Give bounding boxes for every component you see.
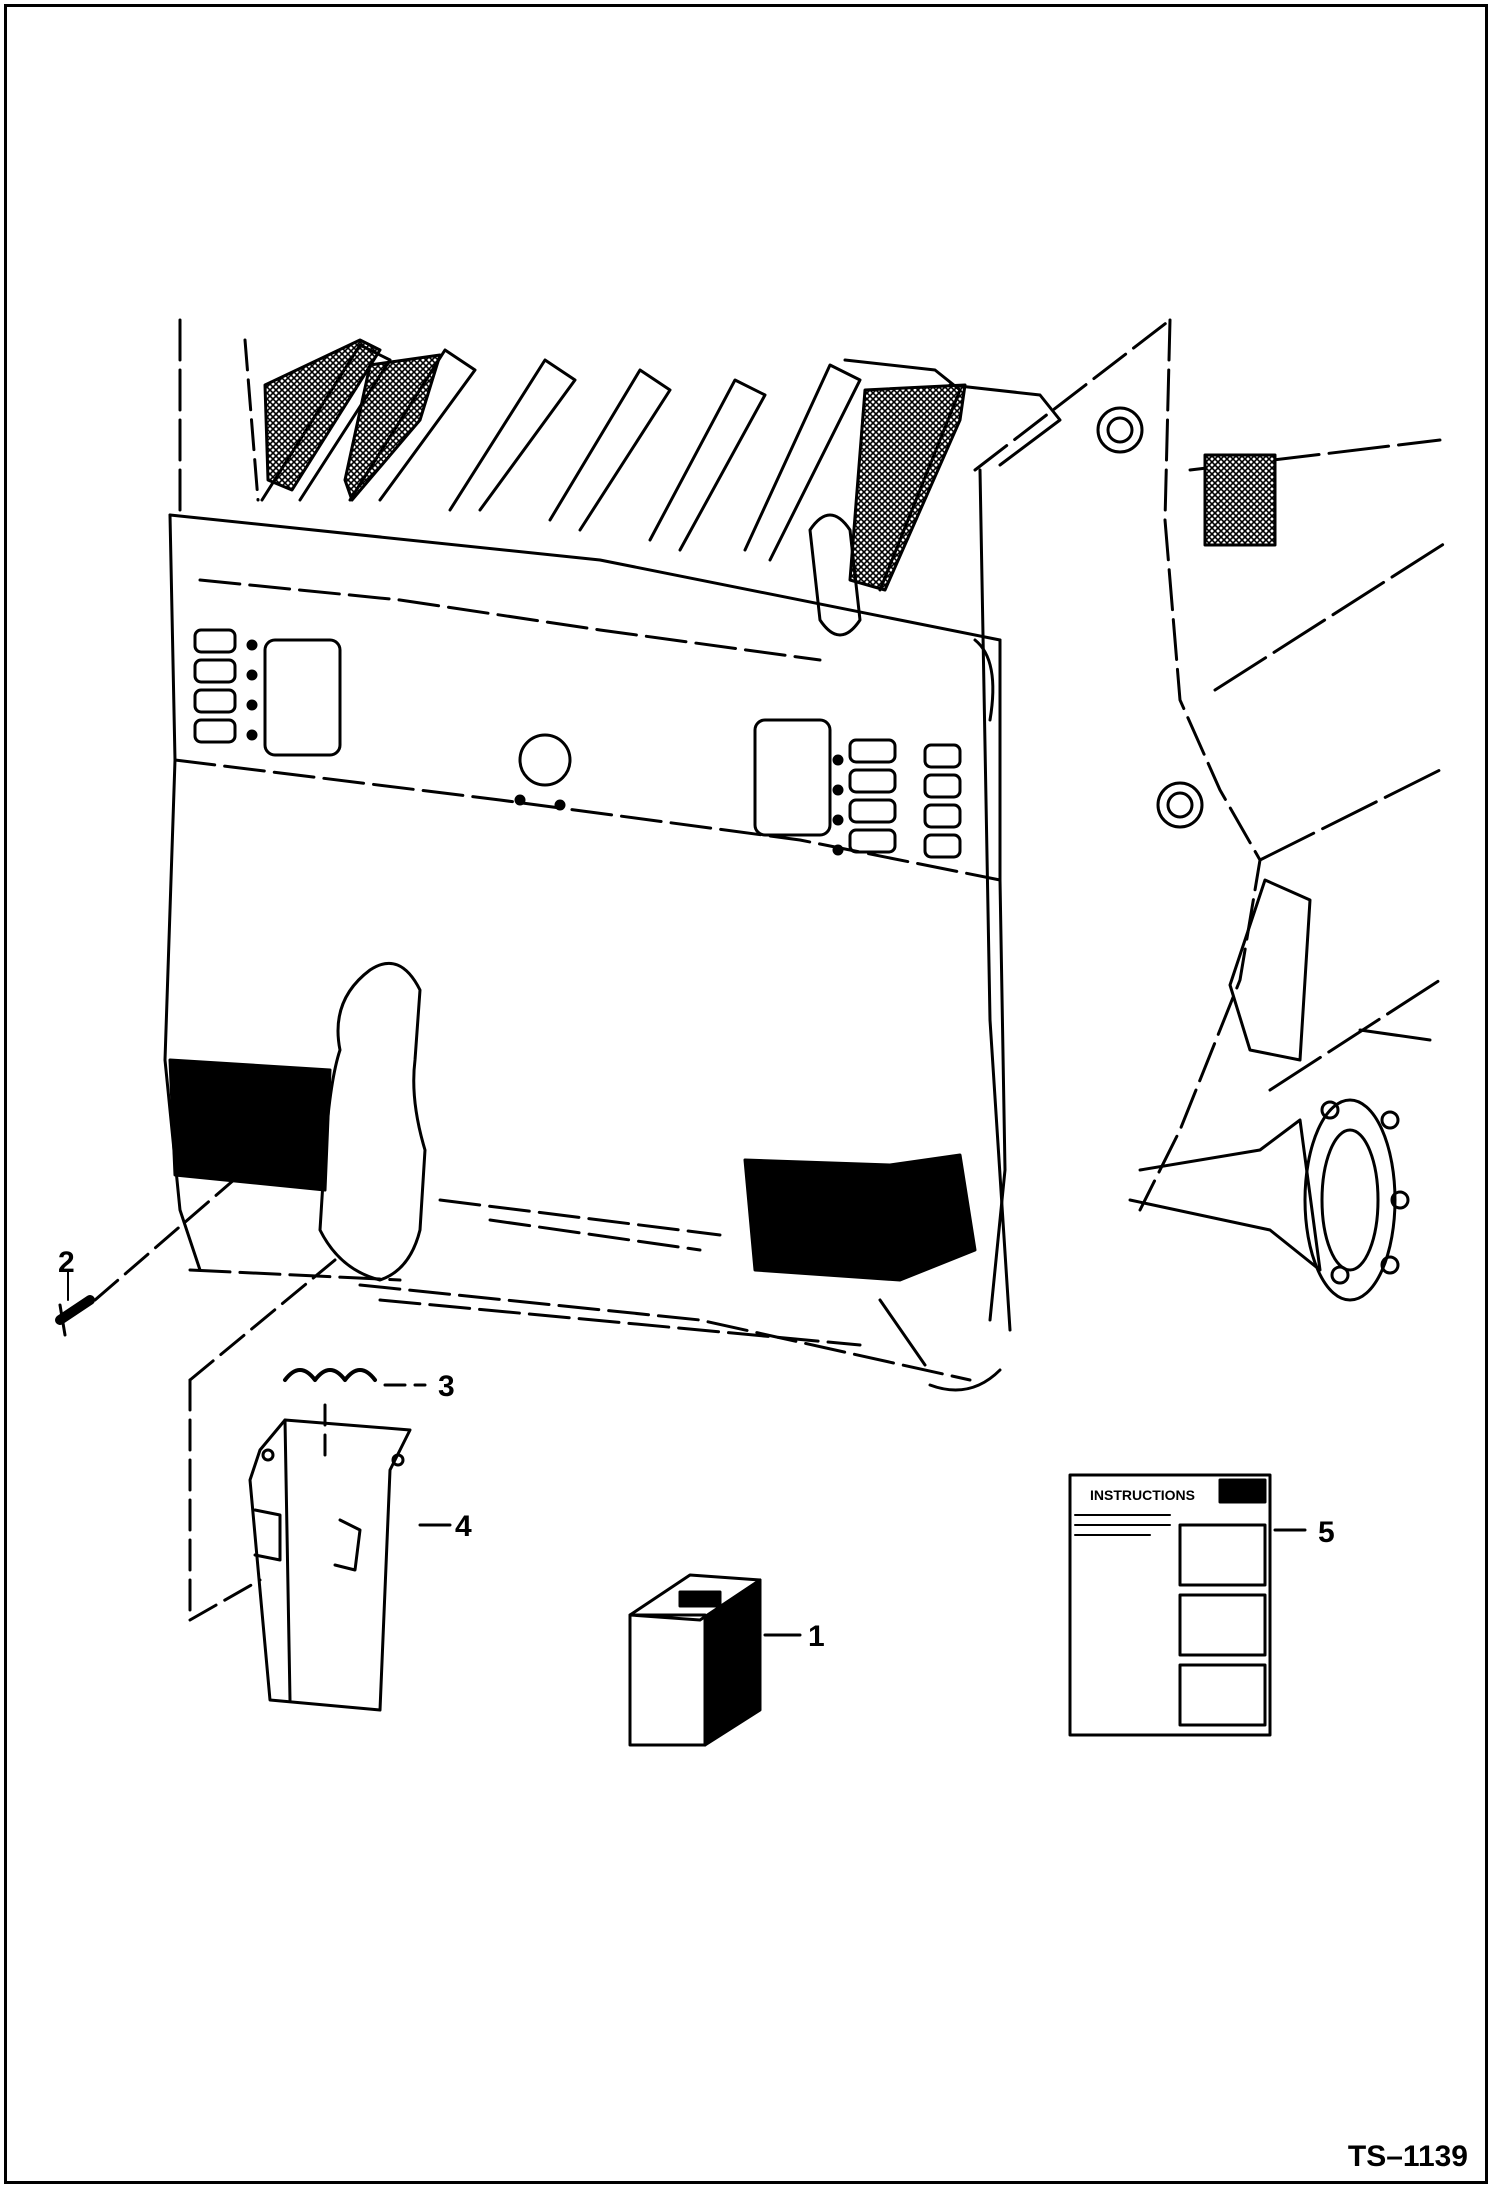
callout-3: 3 (438, 1370, 455, 1403)
instruction-decal-item-5 (1068, 1473, 1307, 1737)
callout-4: 4 (455, 1510, 472, 1543)
callout-1: 1 (808, 1620, 825, 1653)
bolt-item-2 (55, 1138, 282, 1337)
spring-item-3 (283, 1368, 427, 1387)
rear-panel (163, 513, 1007, 1392)
callout-5: 5 (1318, 1516, 1335, 1549)
figure-reference: TS–1139 (1347, 2140, 1468, 2173)
bracket-item-4 (188, 1258, 452, 1712)
callout-2: 2 (58, 1246, 75, 1279)
decal-title: INSTRUCTIONS (1090, 1487, 1195, 1503)
cooling-fins (178, 318, 1062, 592)
page-frame (4, 4, 1488, 2184)
axle-hub (1128, 1098, 1410, 1302)
kit-box-item-1 (628, 1573, 802, 1747)
right-frame-panel (973, 318, 1452, 1332)
